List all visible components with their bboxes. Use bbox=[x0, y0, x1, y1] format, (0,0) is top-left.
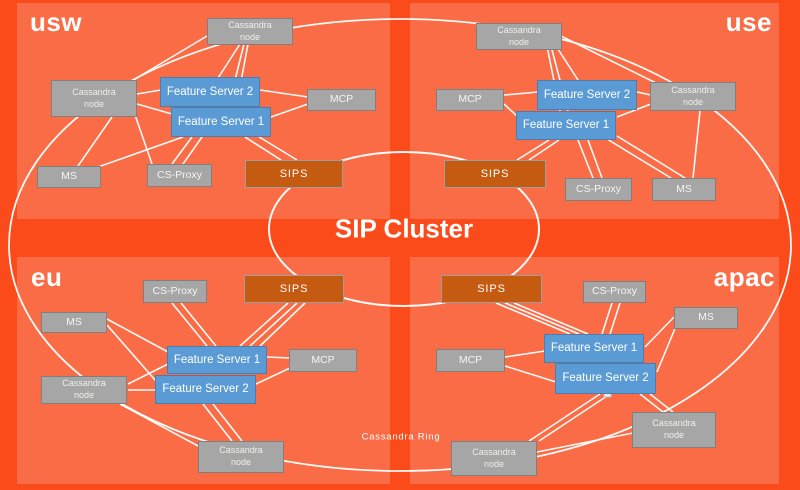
use-feature-server-2: Feature Server 2 bbox=[537, 80, 637, 110]
eu-feature-server-1: Feature Server 1 bbox=[167, 346, 267, 374]
usw-cassandra-node-left: Cassandra node bbox=[51, 80, 137, 117]
usw-sips: SIPS bbox=[245, 160, 343, 188]
eu-feature-server-2: Feature Server 2 bbox=[155, 375, 256, 404]
apac-feature-server-2: Feature Server 2 bbox=[555, 363, 656, 394]
apac-sips: SIPS bbox=[441, 275, 542, 303]
eu-cassandra-node-bottom: Cassandra node bbox=[198, 441, 284, 473]
apac-feature-server-1: Feature Server 1 bbox=[544, 334, 644, 363]
usw-cassandra-node-top: Cassandra node bbox=[207, 18, 293, 45]
eu-sips: SIPS bbox=[244, 275, 344, 303]
usw-cs-proxy: CS-Proxy bbox=[147, 164, 212, 187]
region-label-eu: eu bbox=[31, 262, 63, 292]
eu-cs-proxy: CS-Proxy bbox=[143, 280, 207, 303]
use-feature-server-1: Feature Server 1 bbox=[516, 111, 616, 140]
use-cassandra-node-top: Cassandra node bbox=[476, 23, 562, 50]
apac-ms: MS bbox=[674, 307, 738, 329]
usw-feature-server-2: Feature Server 2 bbox=[160, 77, 260, 107]
use-cs-proxy: CS-Proxy bbox=[565, 178, 632, 201]
eu-ms: MS bbox=[41, 312, 107, 333]
eu-mcp: MCP bbox=[289, 349, 357, 372]
sip-cluster-label: SIP Cluster bbox=[334, 213, 474, 244]
apac-cassandra-node-bottom: Cassandra node bbox=[451, 441, 537, 476]
usw-ms: MS bbox=[37, 166, 101, 188]
eu-cassandra-node-left: Cassandra node bbox=[41, 376, 127, 404]
usw-mcp: MCP bbox=[307, 89, 376, 111]
cassandra-ring-ellipse bbox=[8, 18, 792, 472]
use-cassandra-node-right: Cassandra node bbox=[650, 82, 736, 111]
cassandra-ring-label: Cassandra Ring bbox=[361, 431, 441, 443]
apac-cassandra-node-right: Cassandra node bbox=[632, 412, 716, 448]
sip-cluster-ellipse bbox=[268, 151, 540, 307]
region-label-use: use bbox=[725, 7, 772, 37]
region-label-usw: usw bbox=[30, 7, 83, 37]
use-mcp: MCP bbox=[436, 89, 504, 111]
usw-feature-server-1: Feature Server 1 bbox=[171, 107, 271, 137]
region-label-apac: apac bbox=[713, 262, 775, 292]
apac-mcp: MCP bbox=[436, 349, 505, 372]
use-ms: MS bbox=[652, 178, 716, 201]
apac-cs-proxy: CS-Proxy bbox=[583, 281, 646, 303]
use-sips: SIPS bbox=[444, 160, 546, 188]
